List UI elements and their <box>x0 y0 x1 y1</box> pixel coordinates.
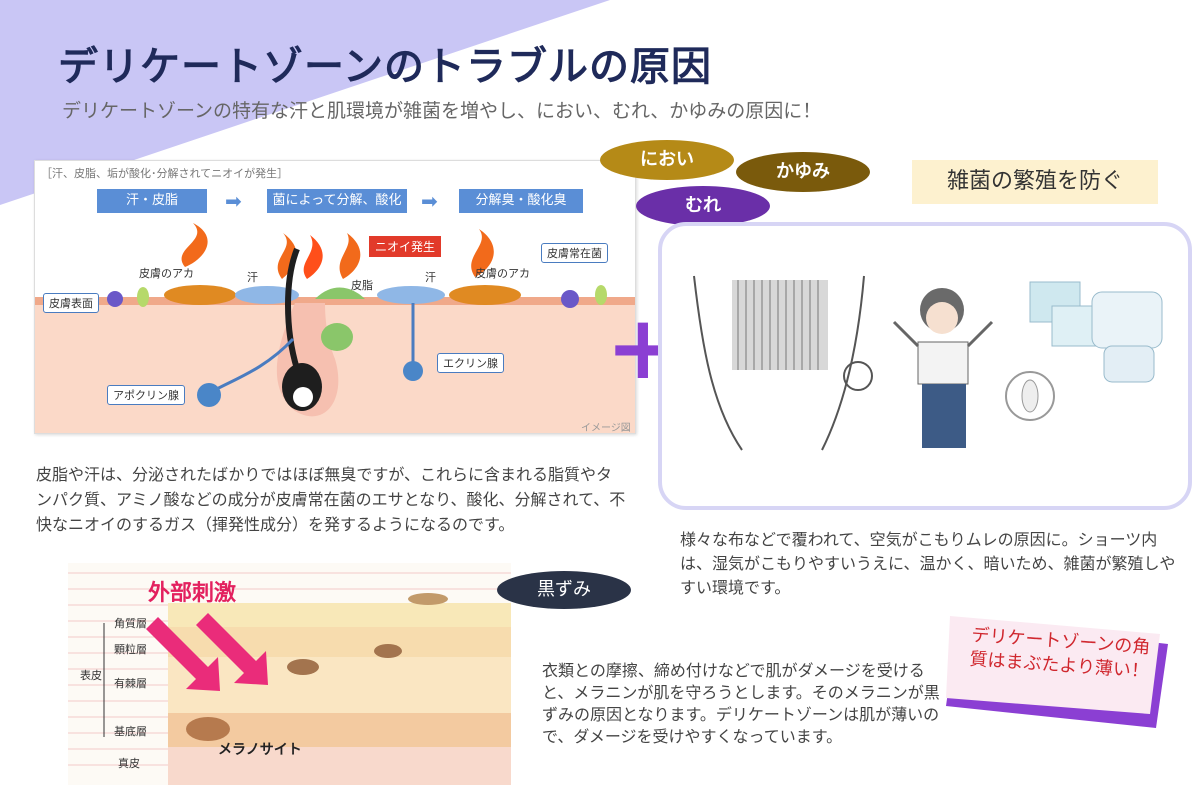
illustration-frame <box>658 222 1192 510</box>
odor-mechanism-figure: ［汗、皮脂、垢が酸化･分解されてニオイが発生］ 汗・皮脂 ➡ 菌によって分解、酸… <box>34 160 636 434</box>
prevent-bacteria-label: 雑菌の繁殖を防ぐ <box>912 160 1158 204</box>
stratum-corneum-label: 角質層 <box>114 617 147 630</box>
corner-triangle-decoration <box>0 0 610 205</box>
sebum-label: 皮脂 <box>351 279 373 292</box>
stratum-basale-label: 基底層 <box>114 725 147 738</box>
figure-caption: ［汗、皮脂、垢が酸化･分解されてニオイが発生］ <box>41 167 289 180</box>
melanin-figure: 外部刺激 角質層 顆粒層 有棘層 基底層 真皮 表皮 メラノサイト <box>68 563 511 785</box>
image-note: イメージ図 <box>581 423 631 434</box>
dermis-label: 真皮 <box>118 757 140 770</box>
external-stimulus-label: 外部刺激 <box>148 581 237 606</box>
darkening-explanation: 衣類との摩擦、締め付けなどで肌がダメージを受けると、メラニンが肌を守ろうとします… <box>542 661 940 746</box>
skin-cross-section-illustration <box>35 223 635 433</box>
note-card-background <box>946 616 1168 728</box>
melanocyte-label: メラノサイト <box>218 742 302 758</box>
mure-badge: むれ <box>636 186 770 226</box>
skin-surface-label: 皮膚表面 <box>43 293 99 313</box>
resident-bacteria-label: 皮膚常在菌 <box>541 243 608 263</box>
stratum-granulosum-label: 顆粒層 <box>114 643 147 656</box>
sweat-label: 汗 <box>247 271 258 284</box>
step-bacteria-decompose: 菌によって分解、酸化 <box>267 189 407 213</box>
stratum-spinosum-label: 有棘層 <box>114 677 147 690</box>
epidermis-label: 表皮 <box>80 669 102 682</box>
skin-grime-label: 皮膚のアカ <box>475 267 530 280</box>
apocrine-gland-label: アポクリン腺 <box>107 385 185 405</box>
discomfort-illustration <box>693 275 1163 451</box>
page-title: デリケートゾーンのトラブルの原因 <box>58 44 712 90</box>
stuffiness-explanation: 様々な布などで覆われて、空気がこもりムレの原因に。ショーツ内は、湿気がこもりやす… <box>680 530 1176 597</box>
step-sweat-sebum: 汗・皮脂 <box>97 189 207 213</box>
odor-generated-label: ニオイ発生 <box>369 236 442 257</box>
step-odor: 分解臭・酸化臭 <box>459 189 583 213</box>
skin-grime-label: 皮膚のアカ <box>139 267 194 280</box>
arrow-right-icon: ➡ <box>421 189 438 213</box>
page-subtitle: デリケートゾーンの特有な汗と肌環境が雑菌を増やし、におい、むれ、かゆみの原因に！ <box>62 100 822 122</box>
sweat-label: 汗 <box>425 271 436 284</box>
darkening-badge: 黒ずみ <box>497 571 631 609</box>
nioi-badge: におい <box>600 140 734 180</box>
skin-layers-illustration <box>68 572 511 785</box>
kayumi-badge: かゆみ <box>736 152 870 192</box>
arrow-right-icon: ➡ <box>225 189 242 213</box>
eccrine-gland-label: エクリン腺 <box>437 353 504 373</box>
sebum-sweat-explanation: 皮脂や汗は、分泌されたばかりではほぼ無臭ですが、これらに含まれる脂質やタンパク質… <box>36 465 626 534</box>
